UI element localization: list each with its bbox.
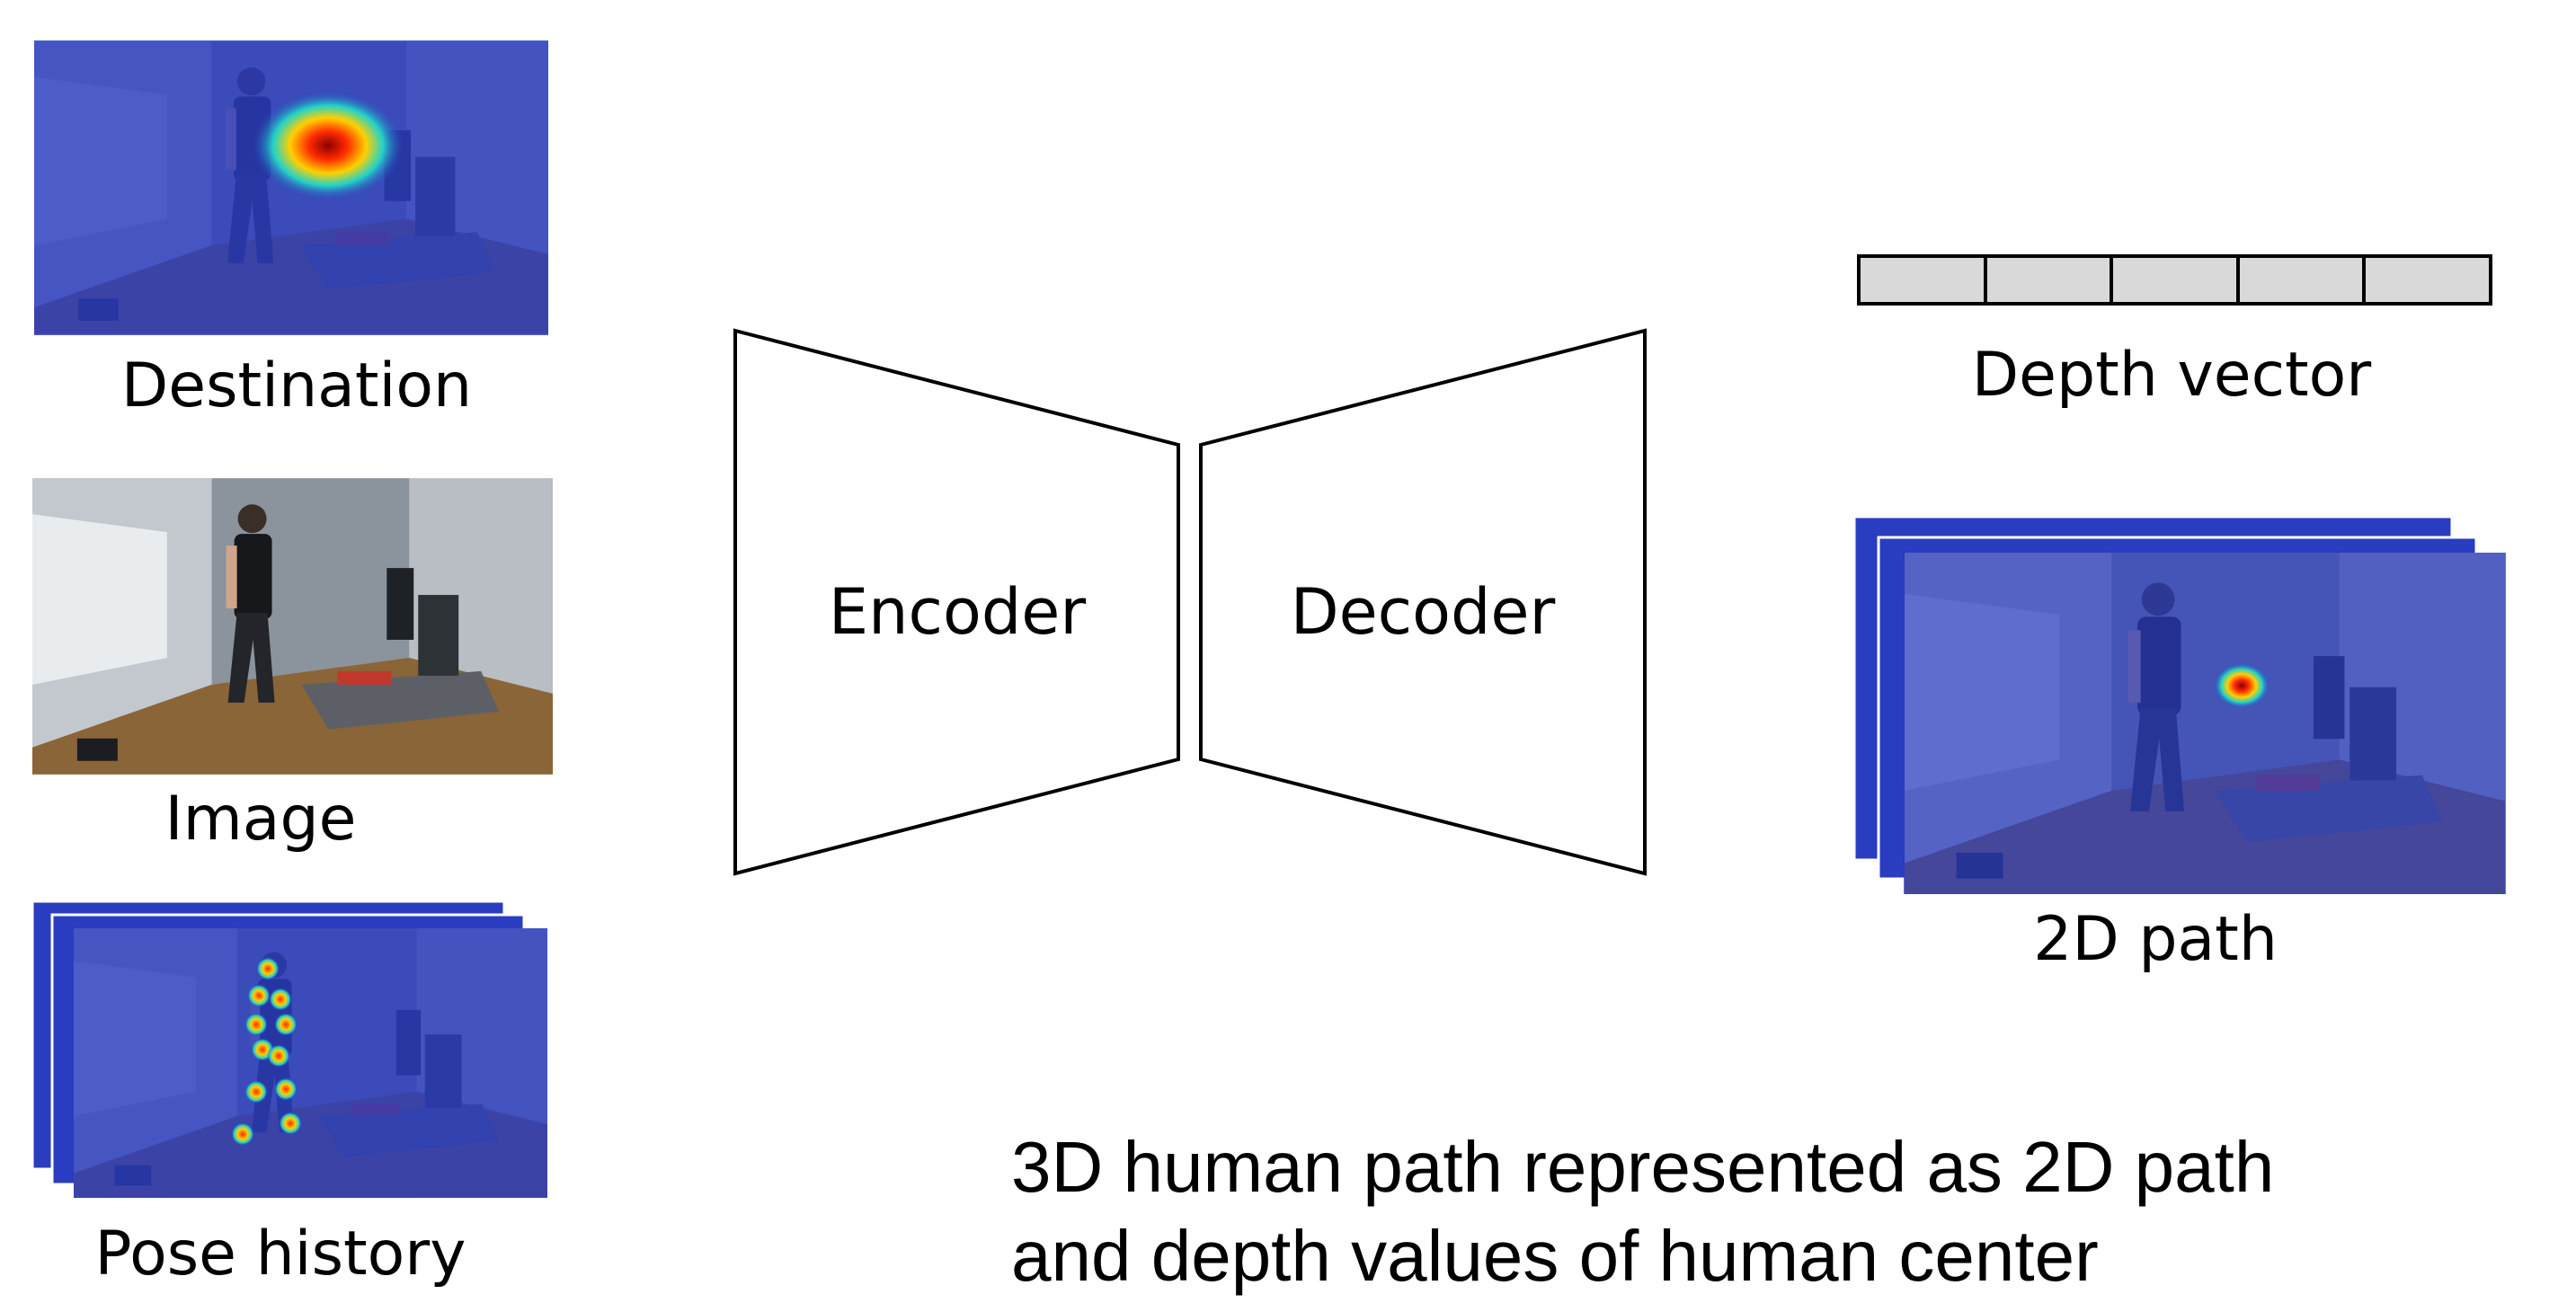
path-label: 2D path bbox=[2033, 904, 2278, 975]
decoder-label: Decoder bbox=[1291, 575, 1556, 649]
encoder-label: Encoder bbox=[829, 575, 1086, 649]
destination-label: Destination bbox=[121, 350, 472, 421]
destination-heatmap-image bbox=[34, 40, 548, 335]
path-heatmap-front-frame bbox=[1904, 553, 2506, 894]
depth-vector-label: Depth vector bbox=[1972, 340, 2371, 411]
pose-history-front-frame bbox=[74, 928, 547, 1198]
path-heatmap-stack bbox=[1852, 515, 2506, 894]
pose-history-stack bbox=[31, 900, 547, 1198]
encoder-block bbox=[733, 328, 1180, 876]
depth-vector bbox=[1857, 254, 2492, 306]
image-label: Image bbox=[165, 784, 357, 855]
pose-history-label: Pose history bbox=[95, 1219, 466, 1290]
caption-line-2: and depth values of human center bbox=[1011, 1216, 2099, 1296]
input-image bbox=[32, 478, 553, 775]
caption-line-1: 3D human path represented as 2D path bbox=[1011, 1127, 2274, 1207]
decoder-block bbox=[1199, 328, 1647, 876]
